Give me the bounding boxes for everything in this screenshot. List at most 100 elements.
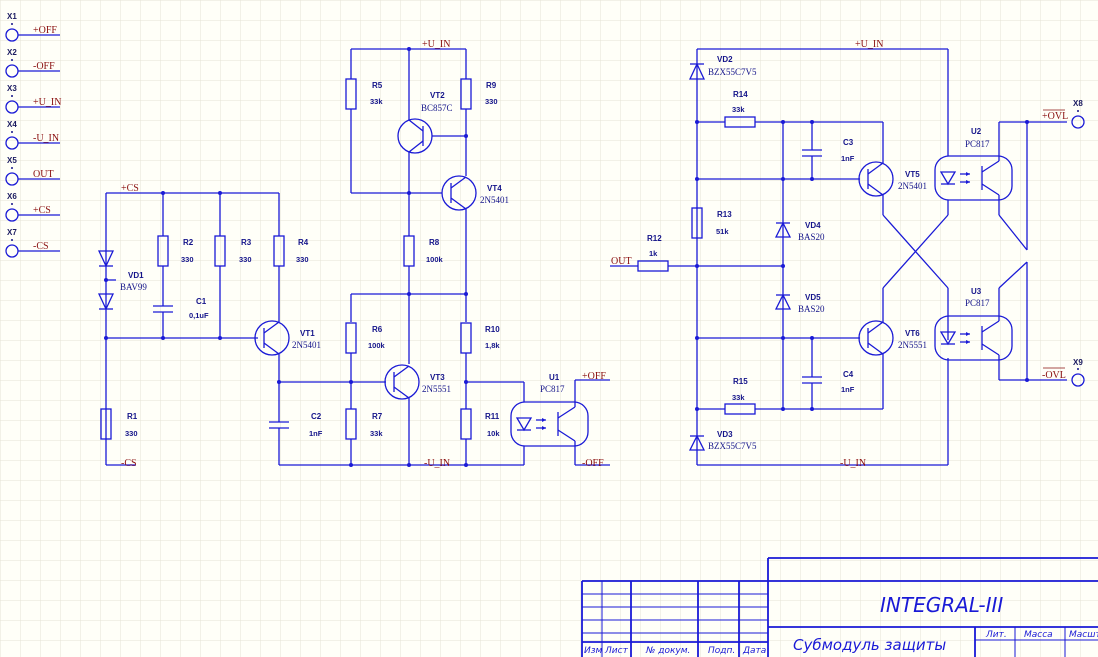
r9-value: 330 (485, 97, 498, 106)
r3-value: 330 (239, 255, 252, 264)
col-masht: Масшт (1069, 630, 1098, 640)
svg-text:BZX55C7V5: BZX55C7V5 (708, 67, 757, 77)
svg-text:VD1: VD1 (128, 271, 144, 280)
transistor-vt6[interactable]: VT6 2N5551 (858, 320, 927, 356)
svg-text:VD4: VD4 (805, 221, 821, 230)
port-net: +U_IN (33, 97, 61, 108)
svg-text:2N5401: 2N5401 (292, 340, 321, 350)
transistor-vt3[interactable]: VT3 2N5551 (384, 364, 451, 400)
svg-text:+OVL: +OVL (1042, 111, 1068, 122)
r2-value: 330 (181, 255, 194, 264)
r11-value: 10k (487, 429, 500, 438)
diode-vd5[interactable]: VD5 BAS20 (774, 293, 825, 314)
r1-label: R1 (127, 412, 138, 421)
col-data: Дата (742, 646, 766, 656)
c4-label: C4 (843, 370, 854, 379)
svg-text:PC817: PC817 (965, 139, 990, 149)
r8-value: 100k (426, 255, 444, 264)
svg-text:VT2: VT2 (430, 91, 445, 100)
col-dokum: № докум. (645, 646, 690, 656)
svg-text:-OVL: -OVL (1042, 370, 1066, 381)
r1-value: 330 (125, 429, 138, 438)
c1-label: C1 (196, 297, 207, 306)
port-x7[interactable]: X7 -CS (5, 228, 60, 258)
r5-value: 33k (370, 97, 383, 106)
port-x4[interactable]: X4 -U_IN (5, 120, 60, 150)
svg-text:VT1: VT1 (300, 329, 315, 338)
col-lit: Лит. (985, 630, 1007, 640)
diode-vd1[interactable]: VD1 BAV99 (97, 250, 147, 311)
svg-text:BAS20: BAS20 (798, 232, 825, 242)
drawing-title: INTEGRAL-III (880, 593, 1003, 617)
port-net: OUT (33, 169, 54, 180)
port-x5[interactable]: X5 OUT (5, 156, 60, 186)
net-minus-uin-2: -U_IN (840, 458, 866, 469)
svg-text:VD3: VD3 (717, 430, 733, 439)
c2-value: 1nF (309, 429, 323, 438)
svg-text:X8: X8 (1073, 99, 1083, 108)
port-x6[interactable]: X6 +CS (5, 192, 60, 222)
r10-label: R10 (485, 325, 500, 334)
port-net: -CS (33, 241, 49, 252)
r9-label: R9 (486, 81, 497, 90)
svg-text:BAV99: BAV99 (120, 282, 147, 292)
r3-label: R3 (241, 238, 252, 247)
svg-text:X9: X9 (1073, 358, 1083, 367)
port-x2[interactable]: X2 -OFF (5, 48, 60, 78)
r14-label: R14 (733, 90, 748, 99)
net-plus-uin: +U_IN (422, 39, 450, 50)
svg-text:2N5401: 2N5401 (480, 195, 509, 205)
zener-vd2[interactable]: VD2 BZX55C7V5 (688, 55, 757, 80)
svg-text:VD2: VD2 (717, 55, 733, 64)
port-id: X7 (7, 228, 17, 237)
r14-value: 33k (732, 105, 745, 114)
title-block: INTEGRAL-III Субмодуль защиты Изм Лист №… (581, 557, 1098, 657)
port-net: +CS (33, 205, 51, 216)
svg-text:2N5401: 2N5401 (898, 181, 927, 191)
port-id: X3 (7, 84, 17, 93)
port-id: X5 (7, 156, 17, 165)
optocoupler-u1[interactable]: U1 PC817 (510, 373, 589, 447)
r11-label: R11 (485, 412, 500, 421)
diode-vd4[interactable]: VD4 BAS20 (774, 221, 825, 242)
r6-label: R6 (372, 325, 383, 334)
transistor-vt4[interactable]: VT4 2N5401 (441, 175, 509, 211)
r13-value: 51k (716, 227, 729, 236)
svg-text:U1: U1 (549, 373, 560, 382)
optocoupler-u3[interactable]: U3 PC817 (934, 287, 1013, 361)
optocoupler-u2[interactable]: U2 PC817 (934, 127, 1013, 201)
drawing-subtitle: Субмодуль защиты (793, 636, 946, 654)
transistor-vt2[interactable]: VT2 BC857C (397, 91, 466, 154)
svg-text:VT6: VT6 (905, 329, 920, 338)
designator-dots (11, 23, 1079, 370)
col-massa: Масса (1024, 630, 1053, 640)
r13-label: R13 (717, 210, 732, 219)
r7-value: 33k (370, 429, 383, 438)
c3-value: 1nF (841, 154, 855, 163)
port-x1[interactable]: X1 +OFF (5, 12, 60, 42)
port-id: X4 (7, 120, 17, 129)
transistor-vt5[interactable]: VT5 2N5401 (858, 161, 927, 197)
net-plus-off: +OFF (582, 371, 606, 382)
svg-text:VT5: VT5 (905, 170, 920, 179)
port-id: X2 (7, 48, 17, 57)
transistor-vt1[interactable]: VT1 2N5401 (254, 320, 321, 356)
c1-value: 0,1uF (189, 311, 209, 320)
net-plus-uin-2: +U_IN (855, 39, 883, 50)
port-x8[interactable]: X8 +OVL (1042, 99, 1085, 129)
current-sense-circuit: +CS -CS VD1 BAV99 R2 330 C1 0,1uF (97, 183, 386, 469)
r10-value: 1,8k (485, 341, 500, 350)
port-x9[interactable]: X9 -OVL (1042, 358, 1085, 387)
middle-circuit: +U_IN R5 33k R9 330 VT2 BC857C (279, 39, 610, 469)
r15-value: 33k (732, 393, 745, 402)
c3-label: C3 (843, 138, 854, 147)
r6-value: 100k (368, 341, 386, 350)
zener-vd3[interactable]: VD3 BZX55C7V5 (688, 430, 757, 451)
r2-label: R2 (183, 238, 194, 247)
svg-text:VT4: VT4 (487, 184, 502, 193)
port-x3[interactable]: X3 +U_IN (5, 84, 61, 114)
c4-value: 1nF (841, 385, 855, 394)
r4-value: 330 (296, 255, 309, 264)
